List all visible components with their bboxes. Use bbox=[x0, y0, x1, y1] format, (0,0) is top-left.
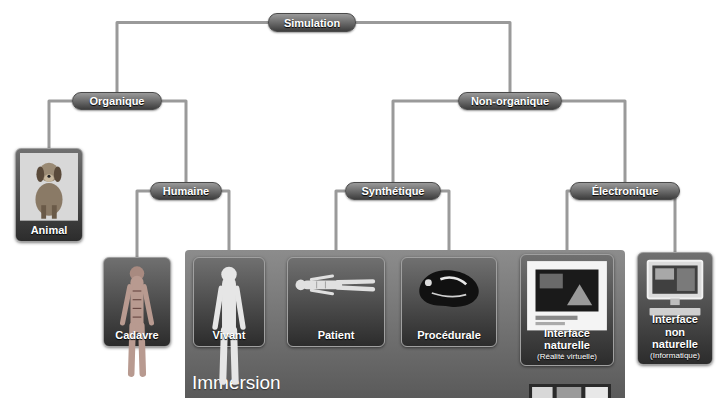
root-box: Simulation bbox=[268, 13, 356, 32]
picture-card: Animal bbox=[15, 148, 83, 242]
card-label: Interface non naturelle bbox=[641, 313, 709, 351]
tree-connector bbox=[336, 191, 345, 257]
tree-connector bbox=[441, 191, 449, 257]
picture-card: Vivant bbox=[193, 257, 265, 347]
picture-card: Cadavre bbox=[103, 257, 171, 347]
procedural-torso bbox=[406, 262, 492, 314]
tree-connector bbox=[675, 191, 680, 252]
tree-connector bbox=[393, 101, 458, 182]
tree-connector bbox=[222, 191, 229, 257]
picture-card: Interface non naturelle(Informatique) bbox=[637, 252, 713, 365]
box-label: Non-organique bbox=[471, 95, 549, 107]
category-box: Non-organique bbox=[458, 92, 562, 110]
category-box: Synthétique bbox=[345, 182, 441, 200]
picture-card: Procédurale bbox=[401, 257, 497, 347]
tree-connector bbox=[356, 23, 510, 93]
tree-connector bbox=[137, 191, 150, 257]
card-label: Interface naturelle bbox=[524, 327, 610, 352]
box-label: Électronique bbox=[592, 185, 659, 197]
tree-connector bbox=[49, 101, 72, 148]
small-screenshot bbox=[529, 384, 611, 398]
tree-connector bbox=[567, 191, 570, 254]
immersion-band: Immersion Vivant Patient Procédurale bbox=[185, 250, 625, 398]
card-label: Cadavre bbox=[107, 329, 167, 342]
dog-picture bbox=[20, 153, 78, 221]
virtual-reality-screen bbox=[525, 259, 609, 333]
category-box: Organique bbox=[72, 92, 162, 110]
cadaver-figure bbox=[108, 262, 166, 378]
card-label: (Réalité virtuelle) bbox=[524, 352, 610, 361]
tree-connector bbox=[162, 101, 186, 182]
box-label: Simulation bbox=[284, 17, 340, 29]
patient-mannequin bbox=[292, 262, 380, 306]
picture-card: Interface naturelle(Réalité virtuelle) bbox=[520, 254, 614, 366]
card-label: Procédurale bbox=[405, 329, 493, 342]
box-label: Synthétique bbox=[362, 185, 425, 197]
tree-connector bbox=[562, 101, 625, 182]
box-label: Humaine bbox=[163, 185, 209, 197]
card-label: Patient bbox=[291, 329, 381, 342]
category-box: Humaine bbox=[150, 182, 222, 200]
box-label: Organique bbox=[89, 95, 144, 107]
card-label: Animal bbox=[19, 224, 79, 237]
card-label: Vivant bbox=[197, 329, 261, 342]
picture-card: Patient bbox=[287, 257, 385, 347]
category-box: Électronique bbox=[570, 182, 680, 200]
card-label: (Informatique) bbox=[641, 351, 709, 360]
living-figure bbox=[198, 262, 260, 386]
tree-connector bbox=[117, 23, 268, 93]
